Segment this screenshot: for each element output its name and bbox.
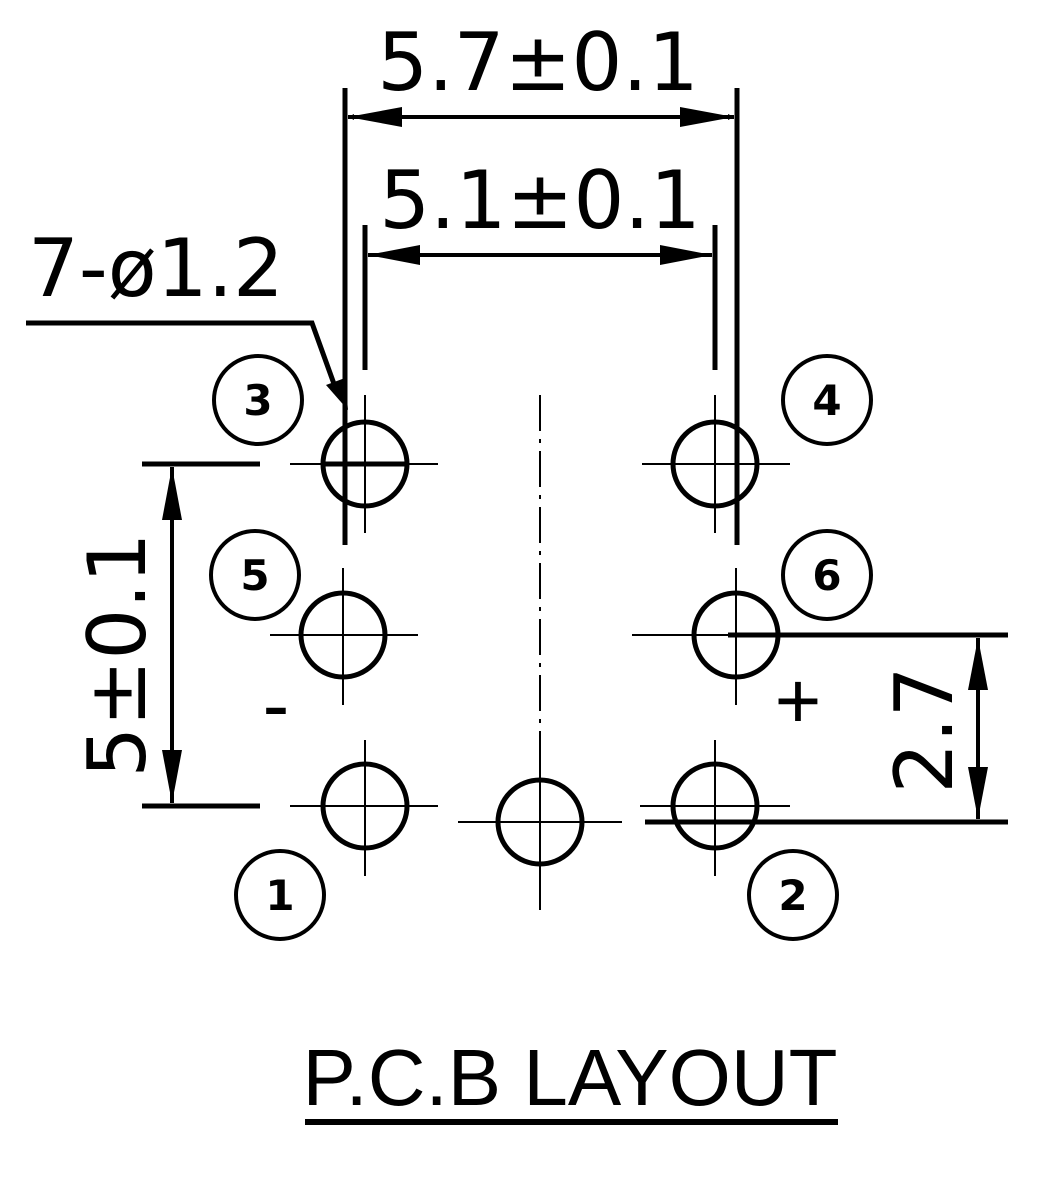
hole-pin-2 (640, 740, 790, 876)
pin-label-3: 3 (212, 354, 304, 446)
svg-text:3: 3 (243, 376, 272, 425)
title: P.C.B LAYOUT (303, 1033, 838, 1122)
svg-text:2: 2 (778, 871, 807, 920)
inner-arrow-left (368, 245, 420, 265)
callout-arrow (326, 378, 348, 410)
outer-arrow-right (680, 107, 734, 127)
svg-text:1: 1 (265, 871, 294, 920)
pin-label-2: 2 (747, 849, 839, 941)
inner-width-dimension: 5.1±0.1 (362, 154, 718, 370)
positive-sign: + (775, 656, 822, 745)
title-block: P.C.B LAYOUT (303, 1033, 838, 1125)
pitch-arrow-bottom (162, 750, 182, 803)
outer-arrow-left (348, 107, 402, 127)
inner-arrow-right (660, 245, 712, 265)
outer-width-label: 5.7±0.1 (377, 16, 698, 109)
offset-arrow-top (968, 638, 988, 690)
svg-text:4: 4 (812, 376, 841, 425)
outer-width-dimension: 5.7±0.1 (342, 16, 740, 545)
offset-arrow-bottom (968, 767, 988, 819)
negative-sign: - (263, 660, 290, 749)
pin-label-1: 1 (234, 849, 326, 941)
hole-callout: 7-ø1.2 (26, 222, 348, 410)
pin-label-4: 4 (781, 354, 873, 446)
callout-leader (26, 320, 341, 396)
hole-callout-label: 7-ø1.2 (28, 222, 284, 315)
inner-width-label: 5.1±0.1 (379, 154, 700, 247)
pitch-arrow-top (162, 467, 182, 520)
offset-dimension: 2.7 (645, 632, 1008, 825)
hole-pin-4 (642, 395, 790, 533)
vertical-pitch-label: 5±0.1 (71, 532, 164, 777)
svg-text:5: 5 (240, 551, 269, 600)
pin-label-6: 6 (781, 529, 873, 621)
hole-pin-3 (290, 395, 438, 533)
pin-label-5: 5 (209, 529, 301, 621)
svg-text:6: 6 (812, 551, 841, 600)
offset-label: 2.7 (878, 666, 971, 793)
hole-center (458, 760, 622, 910)
hole-pin-5 (270, 568, 418, 705)
hole-pin-1 (290, 740, 438, 876)
vertical-pitch-dimension: 5±0.1 (71, 461, 260, 809)
